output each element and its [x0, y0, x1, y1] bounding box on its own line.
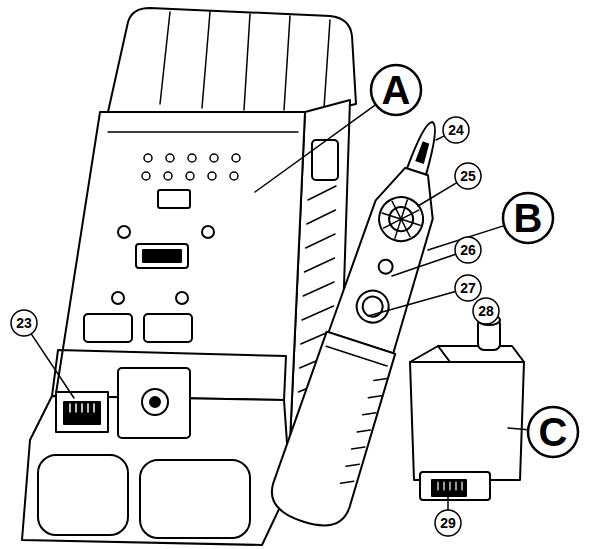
leader-line	[436, 136, 444, 140]
leader-line	[255, 105, 376, 192]
callout-number: 24	[448, 123, 464, 137]
callout-circle	[371, 65, 421, 115]
callout-circle	[528, 407, 578, 457]
callout-number: 23	[16, 316, 32, 330]
callout-circle	[455, 163, 481, 189]
callout-circle	[455, 275, 481, 301]
callout-number: 26	[460, 243, 476, 257]
leader-line	[447, 494, 449, 510]
callout-circle	[443, 117, 469, 143]
callout-circle	[435, 510, 461, 536]
callout-circle	[503, 193, 553, 243]
part-letter: B	[514, 198, 543, 238]
callout-circle	[473, 298, 499, 324]
part-letter: A	[382, 70, 411, 110]
callout-circle	[455, 237, 481, 263]
callout-number: 29	[440, 516, 456, 530]
leader-line	[392, 254, 456, 276]
leader-line	[368, 292, 455, 316]
callout-number: 28	[478, 304, 494, 318]
leader-line	[508, 428, 528, 430]
callout-number: 25	[460, 169, 476, 183]
remote-unit	[410, 315, 524, 500]
leader-line	[418, 183, 457, 206]
callout-number: 27	[460, 281, 476, 295]
leader-line	[31, 334, 74, 398]
part-letter: C	[539, 412, 568, 452]
callout-circle	[11, 310, 37, 336]
